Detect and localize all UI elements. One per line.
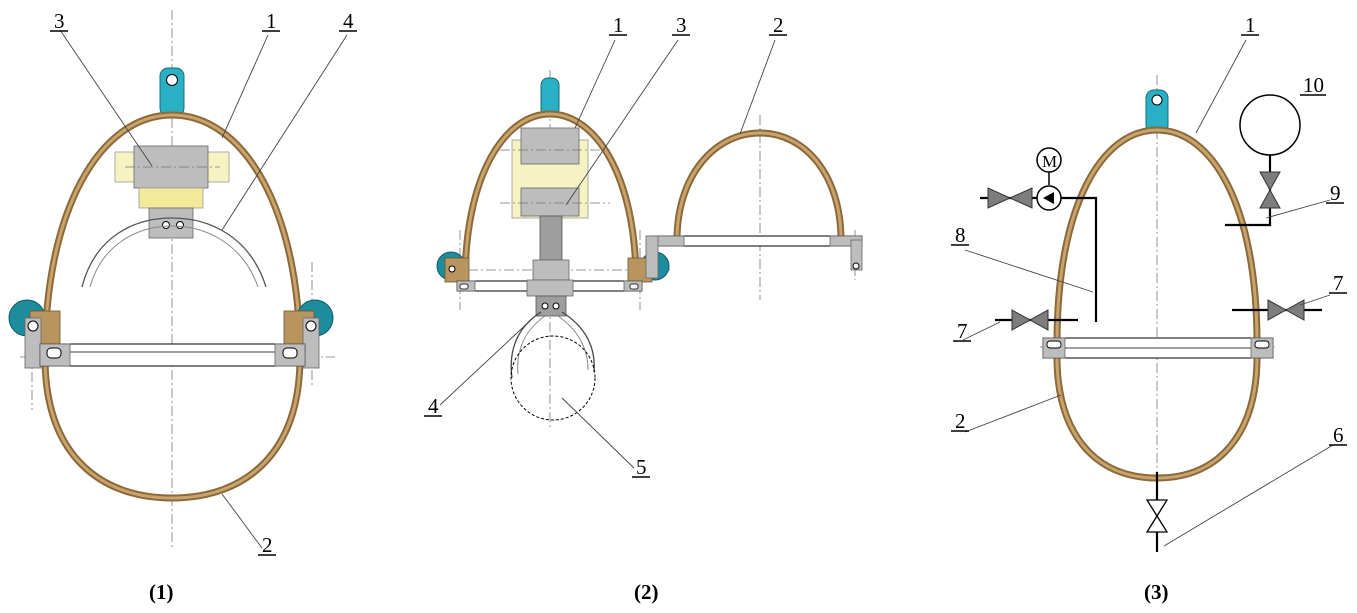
label-3-fig2: 3 (676, 13, 687, 37)
figure-1: 3 1 4 2 (1) (8, 9, 357, 604)
label-8-fig3: 8 (955, 223, 966, 247)
label-3: 3 (54, 9, 65, 33)
label-2: 2 (262, 533, 273, 557)
label-2-fig3: 2 (955, 409, 966, 433)
motor-label: M (1042, 152, 1057, 171)
valve-left (995, 309, 1078, 331)
rail-frame (39, 343, 306, 367)
lifting-eye-2 (540, 77, 560, 117)
actuator-stack (500, 127, 610, 281)
label-4-fig2: 4 (428, 394, 439, 418)
figure-2: 1 3 2 4 5 (2) (424, 13, 863, 604)
drain-valve (1145, 472, 1169, 552)
label-1-fig3: 1 (1245, 13, 1256, 37)
label-7-left-fig3: 7 (957, 319, 968, 343)
label-1: 1 (266, 9, 277, 33)
pressure-vessel (1239, 94, 1301, 156)
label-2-fig2: 2 (773, 13, 784, 37)
caption-3: (3) (1144, 580, 1169, 604)
flange (1042, 337, 1274, 359)
label-4: 4 (343, 9, 354, 33)
motor (1036, 147, 1062, 173)
lifting-eye (159, 67, 185, 117)
label-10-fig3: 10 (1303, 73, 1324, 97)
caption-2: (2) (634, 580, 659, 604)
gripper-arms (510, 311, 595, 379)
gripper-arc (81, 217, 267, 288)
drive-unit (114, 145, 230, 239)
detached-shell (673, 129, 845, 241)
label-1-fig2: 1 (613, 13, 624, 37)
lifting-eye-3 (1145, 89, 1169, 134)
caption-1: (1) (149, 580, 174, 604)
lower-shell (41, 356, 304, 502)
figure-3: M 1 (951, 13, 1347, 604)
label-9-fig3: 9 (1330, 181, 1341, 205)
pump-line: M (980, 147, 1098, 322)
gripped-object (510, 335, 596, 421)
gauge-line (1225, 94, 1301, 227)
label-7-right-fig3: 7 (1333, 271, 1344, 295)
label-5-fig2: 5 (636, 455, 647, 479)
label-6-fig3: 6 (1333, 423, 1344, 447)
valve-right (1232, 299, 1322, 321)
